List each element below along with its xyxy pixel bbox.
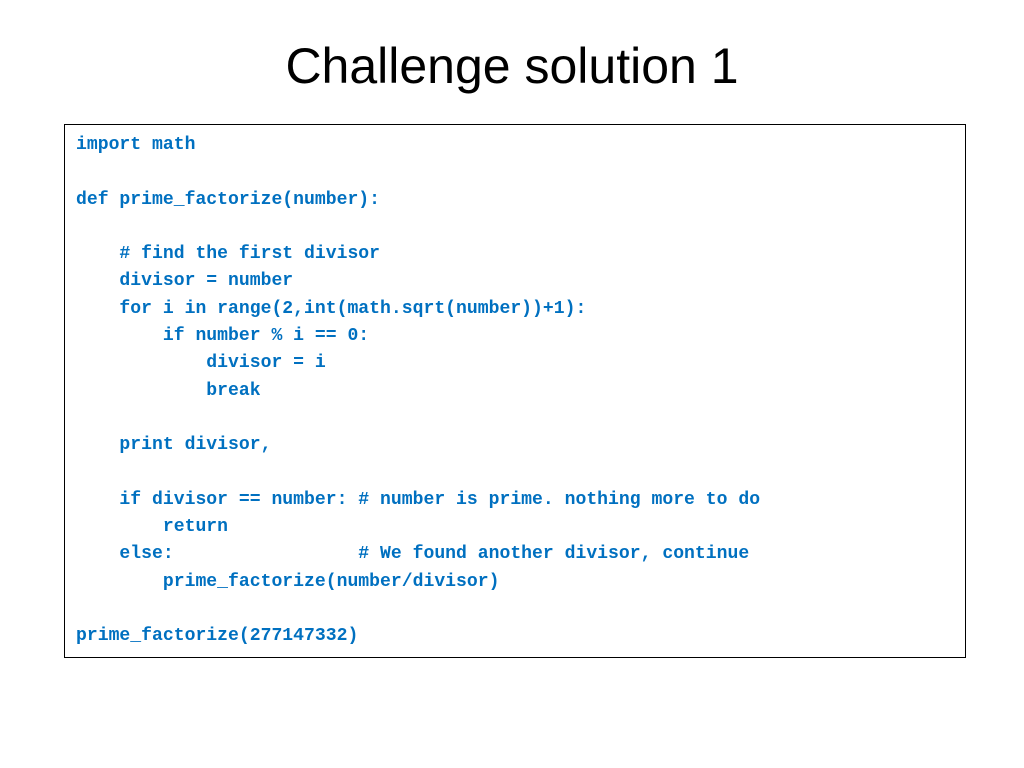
code-line: print divisor, <box>76 435 272 456</box>
code-line: else: # We found another divisor, contin… <box>76 544 750 565</box>
code-line <box>76 460 760 487</box>
code-line <box>76 214 760 241</box>
code-line: prime_factorize(277147332) <box>76 626 359 647</box>
slide-title: Challenge solution 1 <box>285 38 739 94</box>
code-line <box>76 596 760 623</box>
code-line: if number % i == 0: <box>76 326 370 347</box>
code-line: if divisor == number: # number is prime.… <box>76 489 761 510</box>
code-line <box>76 405 760 432</box>
code-line: for i in range(2,int(math.sqrt(number))+… <box>76 298 587 319</box>
code-block: import math def prime_factorize(number):… <box>64 124 966 658</box>
code-line: prime_factorize(number/divisor) <box>76 571 500 592</box>
code-line: import math <box>76 135 196 155</box>
code-lines: import math def prime_factorize(number):… <box>76 132 760 651</box>
code-line: break <box>76 380 261 401</box>
code-line <box>76 159 760 186</box>
code-line: return <box>76 517 229 538</box>
code-line: def prime_factorize(number): <box>76 189 381 210</box>
code-line: # find the first divisor <box>76 244 381 265</box>
code-line: divisor = number <box>76 271 294 292</box>
code-line: divisor = i <box>76 353 326 374</box>
